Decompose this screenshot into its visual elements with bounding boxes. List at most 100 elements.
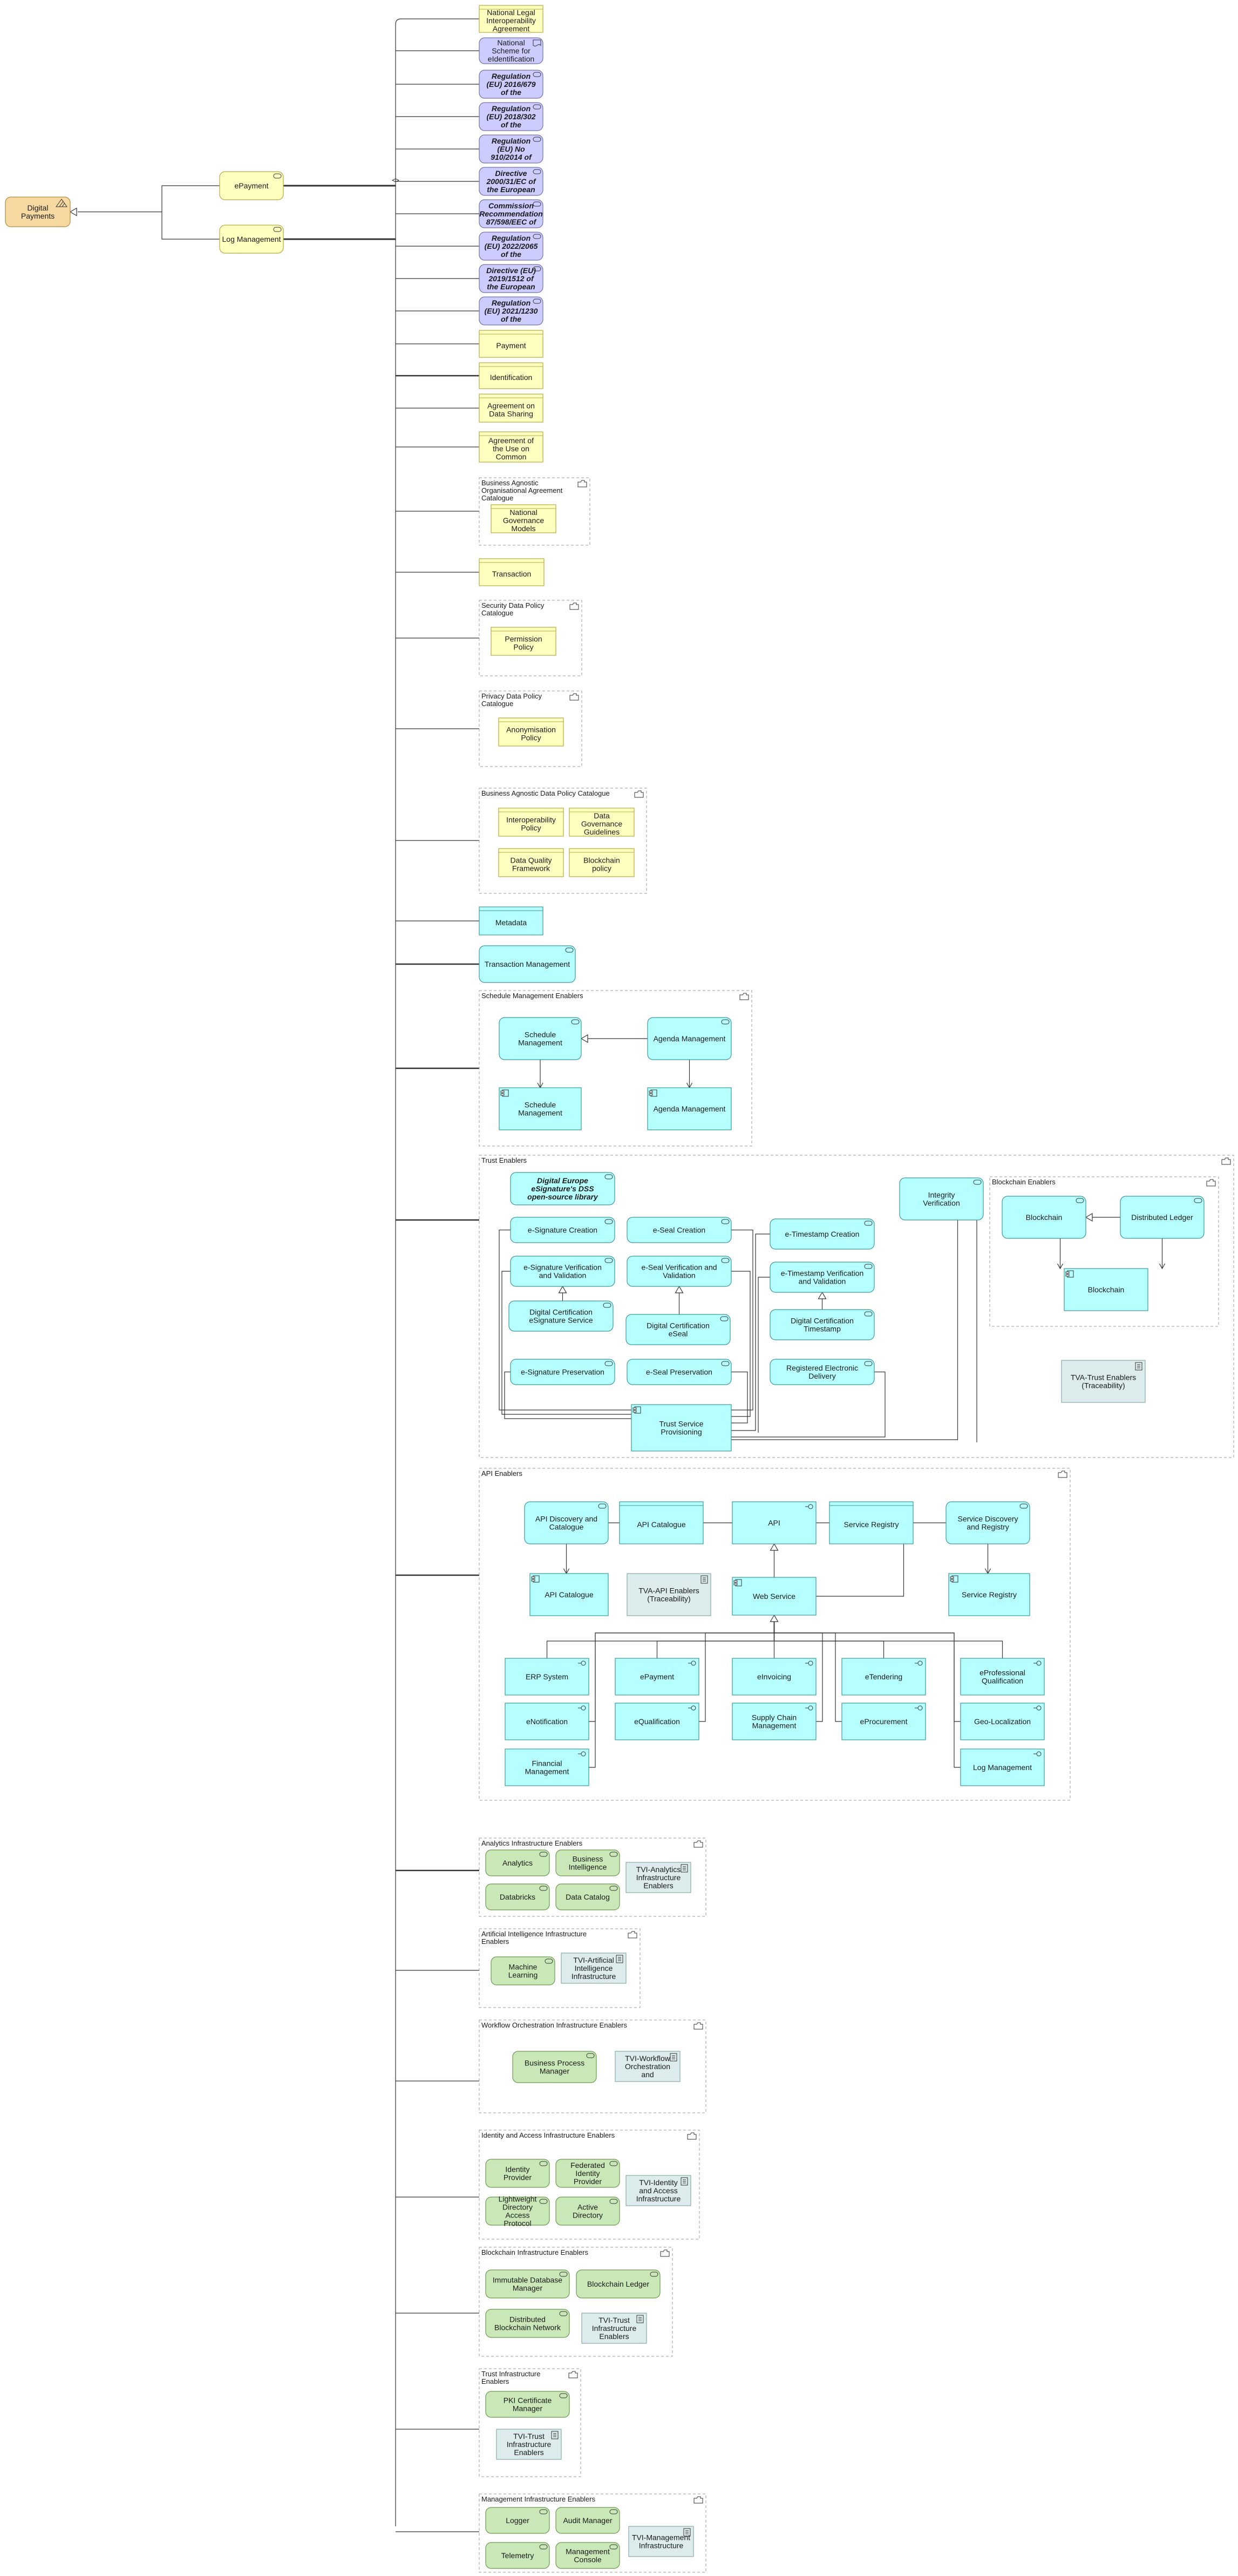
- log-management-service-node[interactable]: Log Management: [219, 225, 284, 254]
- transaction-node[interactable]: Transaction: [479, 558, 545, 586]
- e-signature-preservation-node[interactable]: e-Signature Preservation: [510, 1359, 615, 1385]
- distributed-ledger-service-node[interactable]: Distributed Ledger: [1120, 1196, 1205, 1239]
- tva-api-enablers-node[interactable]: TVA-API Enablers(Traceability): [627, 1573, 711, 1616]
- transaction-management-node[interactable]: Transaction Management: [479, 945, 576, 983]
- metadata-node[interactable]: Metadata: [479, 906, 543, 936]
- top-item-12-node[interactable]: Identification: [479, 362, 543, 389]
- api-interface-einvoicing-node[interactable]: eInvoicing: [732, 1658, 817, 1696]
- api-interface-erp-system-node[interactable]: ERP System: [505, 1658, 589, 1696]
- blockchain-component-node[interactable]: Blockchain: [1064, 1268, 1148, 1311]
- audit-manager-node[interactable]: Audit Manager: [555, 2507, 620, 2534]
- blockchain-ledger-node[interactable]: Blockchain Ledger: [576, 2269, 661, 2299]
- databricks-node[interactable]: Databricks: [485, 1883, 550, 1910]
- top-item-11-node[interactable]: Payment: [479, 330, 543, 358]
- api-interface-etendering-node[interactable]: eTendering: [841, 1658, 926, 1696]
- group-blockchain-infrastructure-title: Blockchain Infrastructure Enablers: [481, 2248, 588, 2256]
- agenda-management-service-node[interactable]: Agenda Management: [647, 1017, 732, 1060]
- service-registry-component-node[interactable]: Service Registry: [948, 1573, 1030, 1616]
- api-interface-log-management-node[interactable]: Log Management: [960, 1748, 1045, 1786]
- tva-trust-enablers-node[interactable]: TVA-Trust Enablers(Traceability): [1061, 1360, 1146, 1403]
- group-workflow-orchestration-title: Workflow Orchestration Infrastructure En…: [481, 2021, 627, 2029]
- api-interface-epayment-node[interactable]: ePayment: [615, 1658, 699, 1696]
- agenda-management-component-node[interactable]: Agenda Management: [647, 1087, 732, 1130]
- e-signature-creation-node[interactable]: e-Signature Creation: [510, 1217, 615, 1243]
- api-catalogue-component-node[interactable]: API Catalogue: [529, 1573, 609, 1616]
- api-interface-enotification-node[interactable]: eNotification: [505, 1703, 589, 1740]
- epayment-service-node[interactable]: ePayment: [219, 171, 284, 200]
- service-registry-object-node[interactable]: Service Registry: [829, 1501, 914, 1544]
- e-timestamp-creation-node[interactable]: e-Timestamp Creation: [770, 1218, 875, 1250]
- e-seal-creation-node[interactable]: e-Seal Creation: [627, 1217, 732, 1243]
- web-service-component-node[interactable]: Web Service: [732, 1577, 817, 1616]
- service-icon: [1194, 1198, 1202, 1203]
- telemetry-node[interactable]: Telemetry: [485, 2542, 550, 2569]
- blockchain-service-node[interactable]: Blockchain: [1002, 1196, 1086, 1239]
- api-interface-equalification-node[interactable]: eQualification: [615, 1703, 699, 1740]
- api-interface-geo-localization-node[interactable]: Geo-Localization: [960, 1703, 1045, 1740]
- data-catalog-node[interactable]: Data Catalog: [555, 1883, 620, 1910]
- logger-node[interactable]: Logger: [485, 2507, 550, 2534]
- api-interface-node[interactable]: API: [732, 1501, 817, 1544]
- analytics-node[interactable]: Analytics: [485, 1849, 550, 1876]
- e-seal-preservation-node[interactable]: e-Seal Preservation: [627, 1359, 732, 1385]
- api-interface-eprocurement-node[interactable]: eProcurement: [841, 1703, 926, 1740]
- api-catalogue-object-node[interactable]: API Catalogue: [619, 1501, 704, 1544]
